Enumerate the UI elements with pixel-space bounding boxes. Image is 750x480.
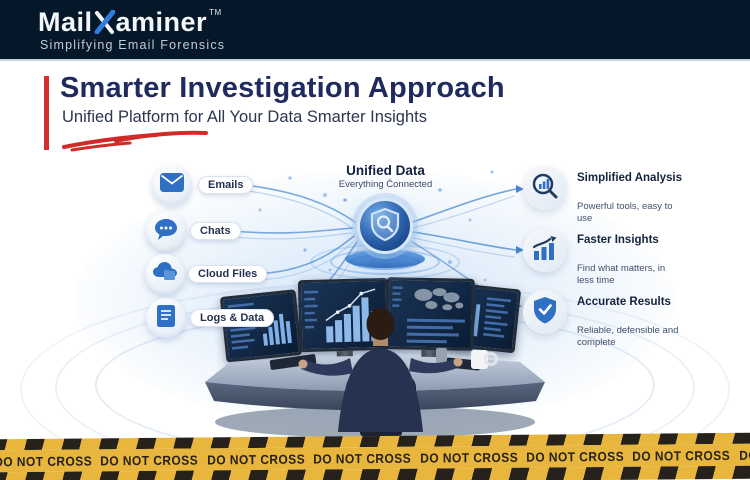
benefit-simplified-analysis-title: Simplified Analysis — [577, 172, 683, 184]
source-logs-data — [146, 298, 186, 338]
benefit-accurate-results — [523, 290, 567, 334]
tape-label: DO NOT CROSS — [526, 448, 625, 465]
cloud-icon — [152, 261, 178, 287]
magnifier-chart-icon — [531, 172, 559, 205]
benefit-simplified-analysis-desc: Powerful tools, easy to use — [577, 201, 673, 224]
benefit-simplified-analysis — [523, 166, 567, 210]
logo-suffix: aminer — [115, 7, 208, 37]
document-icon — [157, 304, 175, 332]
hub-glow-base — [345, 250, 425, 268]
source-emails — [152, 165, 192, 205]
logo: Mail aminer TM — [38, 7, 222, 37]
tape-label: DO NOT CROSS — [0, 452, 93, 469]
analyst-person-illustration — [298, 308, 463, 436]
shield-check-icon — [532, 296, 558, 329]
unified-data-hub — [357, 198, 413, 254]
tape-label: DO NOT CROSS — [738, 446, 750, 463]
source-chats-label: Chats — [190, 222, 241, 240]
logo-tagline: Simplifying Email Forensics — [40, 38, 226, 52]
tape-label: DO NOT CROSS — [313, 450, 412, 467]
tape-label: DO NOT CROSS — [100, 452, 199, 468]
shield-magnifier-icon — [369, 207, 401, 246]
monitor-center-right — [385, 277, 475, 368]
red-scribble-underline — [62, 130, 208, 152]
logo-x-checkmark-icon — [94, 9, 116, 35]
header-bar: Mail aminer TM Simplifying Email Forensi… — [0, 0, 750, 61]
source-emails-label: Emails — [198, 176, 254, 194]
tape-label: DO NOT CROSS — [206, 451, 305, 467]
page-title: Smarter Investigation Approach — [60, 72, 505, 104]
page-subtitle: Unified Platform for All Your Data Smart… — [62, 108, 427, 126]
benefit-faster-insights — [523, 228, 567, 272]
trademark-symbol: TM — [209, 8, 222, 17]
chat-bubble-icon — [154, 218, 178, 245]
growth-chart-icon — [531, 235, 559, 266]
source-logs-data-label: Logs & Data — [190, 309, 275, 327]
source-chats — [146, 211, 186, 251]
source-cloud-files — [145, 254, 185, 294]
hub-subtitle: Everything Connected — [338, 179, 433, 190]
title-accent-bar — [44, 76, 49, 150]
tape-label: DO NOT CROSS — [632, 447, 731, 464]
benefit-faster-insights-title: Faster Insights — [577, 234, 659, 246]
benefit-accurate-results-title: Accurate Results — [577, 296, 671, 308]
benefit-faster-insights-desc: Find what matters, in less time — [577, 263, 666, 286]
logo-prefix: Mail — [38, 7, 93, 37]
do-not-cross-tape: DO NOT CROSS DO NOT CROSS DO NOT CROSS D… — [0, 432, 750, 480]
envelope-icon — [160, 173, 184, 197]
source-cloud-files-label: Cloud Files — [188, 265, 268, 283]
benefit-accurate-results-desc: Reliable, defensible and complete — [577, 325, 679, 348]
tape-label: DO NOT CROSS — [419, 449, 518, 466]
hub-title: Unified Data — [346, 163, 425, 178]
